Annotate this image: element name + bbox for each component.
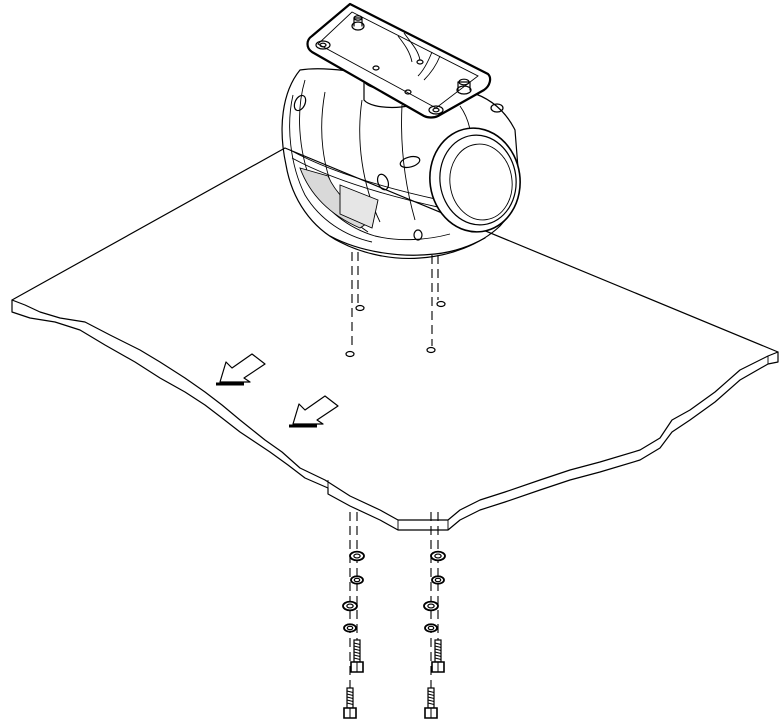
housing-bottom-rim xyxy=(329,235,486,256)
housing-band xyxy=(291,157,443,209)
nut-icon xyxy=(349,550,365,562)
flat-washer-icon xyxy=(342,600,358,612)
screw-icon xyxy=(315,40,331,50)
surface-hole xyxy=(355,304,365,312)
alignment-lines xyxy=(349,252,439,690)
housing-contour xyxy=(289,94,373,243)
short-bolt-icon xyxy=(350,639,364,673)
plate-hole xyxy=(416,59,424,65)
surface-hole xyxy=(345,350,355,358)
hex-bolt-icon xyxy=(343,687,357,719)
bolt-assembly xyxy=(342,550,365,719)
nut-icon xyxy=(430,550,446,562)
plate-hole xyxy=(404,89,412,95)
flat-washer-icon xyxy=(424,623,438,633)
housing-slot xyxy=(376,173,390,191)
housing-slot xyxy=(399,155,421,169)
housing-slot xyxy=(413,229,423,241)
surface-hole xyxy=(436,300,446,308)
surface-hole xyxy=(426,346,436,354)
lock-washer-icon xyxy=(350,575,364,585)
lens-opening xyxy=(429,127,521,233)
screw-icon xyxy=(456,78,472,95)
lock-washer-icon xyxy=(431,575,445,585)
mounting-plate xyxy=(306,2,492,119)
hex-bolt-icon xyxy=(424,687,438,719)
flat-washer-icon xyxy=(423,600,439,612)
direction-arrows xyxy=(216,353,339,428)
plate-wire xyxy=(423,55,441,81)
surface-front-edge xyxy=(11,299,779,531)
flat-washer-icon xyxy=(343,623,357,633)
front-arrow-icon xyxy=(289,395,339,428)
mounting-surface xyxy=(11,147,779,531)
hardware-stacks xyxy=(342,550,446,719)
housing-side-panel xyxy=(339,184,379,229)
housing-contour xyxy=(401,104,416,221)
plate-outline xyxy=(306,2,492,119)
front-arrow-icon xyxy=(216,353,266,386)
surface-top-face xyxy=(11,147,779,521)
fixture-housing xyxy=(281,2,521,259)
plate-wire xyxy=(417,51,433,77)
housing-slot xyxy=(490,103,504,113)
short-bolt-icon xyxy=(431,639,445,673)
bolt-assembly xyxy=(423,550,446,719)
plate-wire xyxy=(403,32,421,61)
plate-wire xyxy=(397,35,413,63)
screw-icon xyxy=(351,15,365,31)
plate-hole xyxy=(372,65,380,71)
screw-icon xyxy=(428,105,444,115)
housing-slot xyxy=(293,94,307,112)
